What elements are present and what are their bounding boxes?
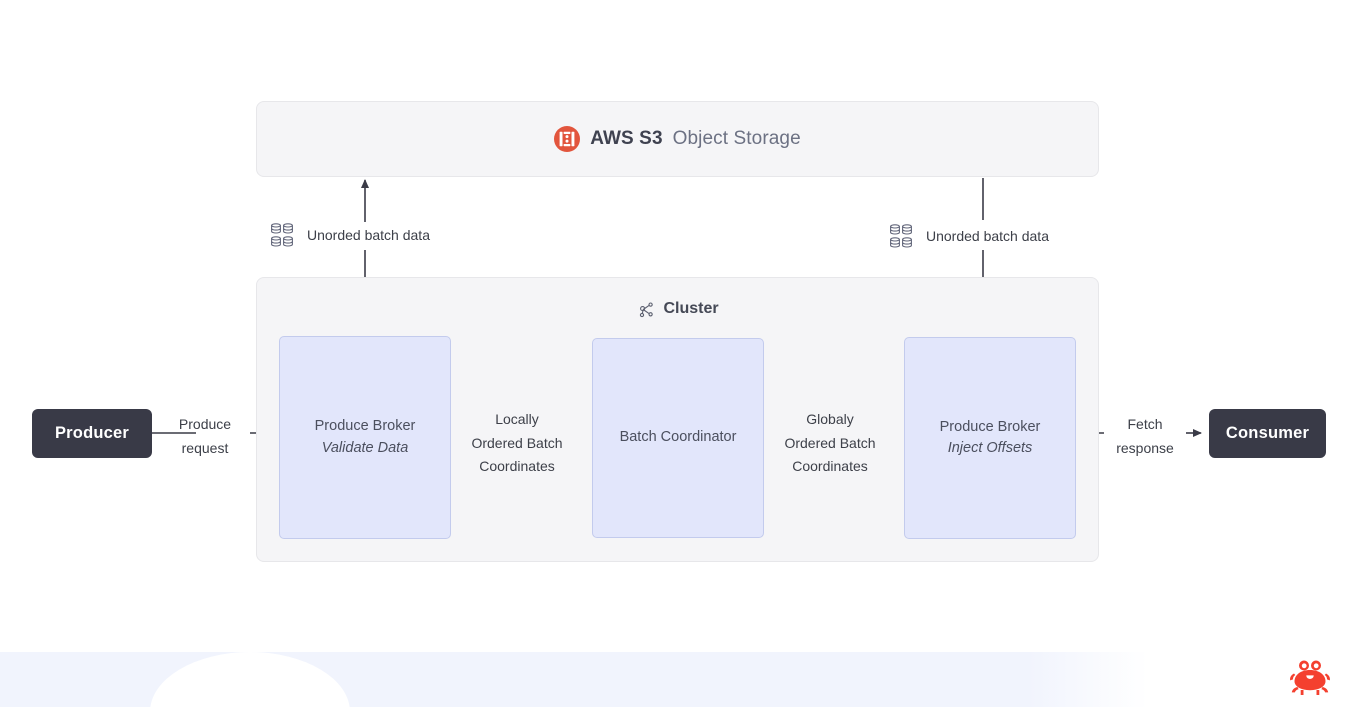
edge-label-produce-request: Produce request [178,416,232,456]
decor-shape-fade [1028,652,1148,707]
unorded-batch-data-label-right: Unorded batch data [889,223,1049,249]
unorded-batch-data-label-left: Unorded batch data [270,222,430,248]
cluster-panel-title: Cluster [257,300,1100,318]
aws-s3-icon [554,126,581,152]
node-subtitle: Inject Offsets [947,440,1033,456]
cluster-nodes-icon [640,301,654,317]
node-produce-broker-validate[interactable]: Produce Broker Validate Data [279,336,451,539]
edge-label-globaly-ordered: Globaly Ordered Batch Coordinates [784,411,876,475]
bottom-decorative-strip [0,648,1368,707]
s3-brand-label: AWS S3 [590,128,663,149]
node-title: Batch Coordinator [619,429,737,446]
batch-label-text-left: Unorded batch data [307,227,430,243]
endpoint-consumer[interactable]: Consumer [1209,409,1326,458]
database-grid-icon [271,223,293,247]
s3-panel-title: AWS S3 Object Storage [554,126,801,152]
node-batch-coordinator[interactable]: Batch Coordinator [592,338,764,538]
endpoint-producer-label: Producer [54,424,130,442]
cluster-title-label: Cluster [663,300,719,317]
node-title: Produce Broker [314,418,416,435]
batch-label-text-right: Unorded batch data [926,228,1049,244]
database-grid-icon [890,224,912,248]
endpoint-consumer-label: Consumer [1225,424,1310,442]
node-title: Produce Broker [939,418,1041,435]
s3-title-rest: Object Storage [672,128,801,149]
node-subtitle: Validate Data [321,439,409,456]
aws-s3-object-storage-panel: AWS S3 Object Storage [256,101,1099,177]
node-produce-broker-inject[interactable]: Produce Broker Inject Offsets [904,337,1076,539]
edge-label-fetch-response: Fetch response [1116,416,1174,456]
endpoint-producer[interactable]: Producer [32,409,152,458]
crab-logo-icon [1290,660,1330,695]
edge-label-locally-ordered: Locally Ordered Batch Coordinates [471,411,563,475]
